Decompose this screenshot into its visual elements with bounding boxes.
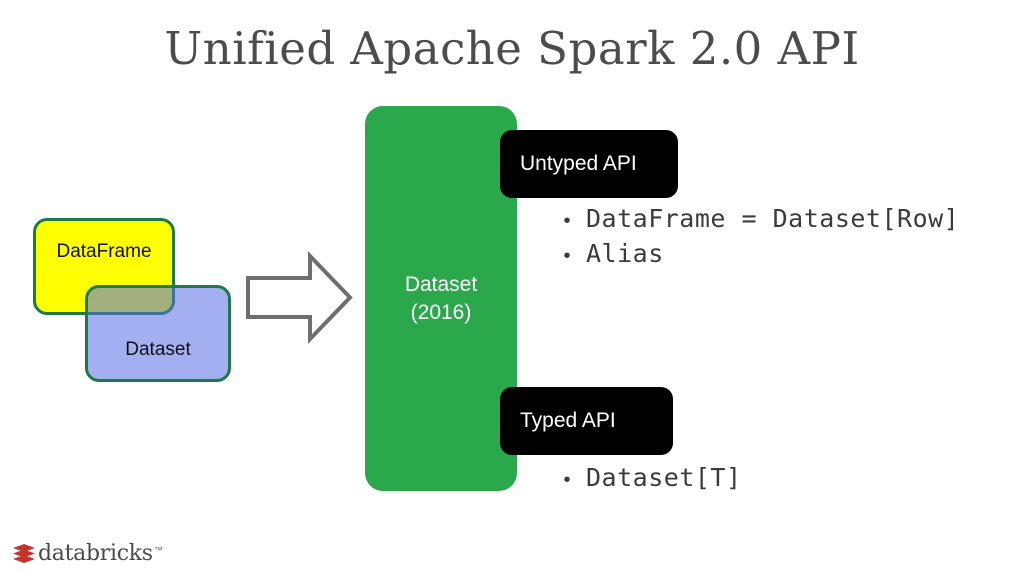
dataset-shape: Dataset bbox=[85, 285, 231, 382]
list-item: • Dataset[T] bbox=[548, 463, 742, 498]
typed-api-label: Typed API bbox=[520, 409, 616, 432]
list-item: • DataFrame = Dataset[Row] bbox=[548, 204, 959, 239]
bullet-icon: • bbox=[563, 469, 571, 491]
list-item-text: Alias bbox=[586, 239, 664, 268]
unified-dataset-line2: (2016) bbox=[410, 300, 472, 324]
unified-dataset-label: Dataset (2016) bbox=[365, 271, 517, 327]
untyped-api-label: Untyped API bbox=[520, 152, 637, 175]
untyped-api-pill: Untyped API bbox=[500, 130, 678, 198]
list-item: • Alias bbox=[548, 239, 959, 274]
dataframe-label: DataFrame bbox=[56, 241, 152, 262]
untyped-api-bullet-list: • DataFrame = Dataset[Row] • Alias bbox=[548, 204, 959, 274]
unified-dataset-line1: Dataset bbox=[404, 272, 478, 296]
page-title: Unified Apache Spark 2.0 API bbox=[164, 22, 860, 75]
list-item-text: Dataset[T] bbox=[586, 463, 742, 492]
unified-dataset-shape: Dataset (2016) bbox=[365, 106, 517, 491]
bullet-icon: • bbox=[563, 210, 571, 232]
databricks-wordmark: databricks bbox=[38, 541, 153, 566]
bullet-icon: • bbox=[563, 245, 571, 267]
right-block-arrow-icon bbox=[246, 251, 353, 344]
typed-api-bullet-list: • Dataset[T] bbox=[548, 463, 742, 498]
databricks-logo: databricks ™ bbox=[12, 541, 163, 566]
typed-api-pill: Typed API bbox=[500, 387, 673, 455]
dataset-label: Dataset bbox=[125, 339, 191, 360]
databricks-stacked-layers-icon bbox=[13, 543, 35, 563]
list-item-text: DataFrame = Dataset[Row] bbox=[586, 204, 960, 233]
trademark-symbol: ™ bbox=[153, 545, 163, 555]
